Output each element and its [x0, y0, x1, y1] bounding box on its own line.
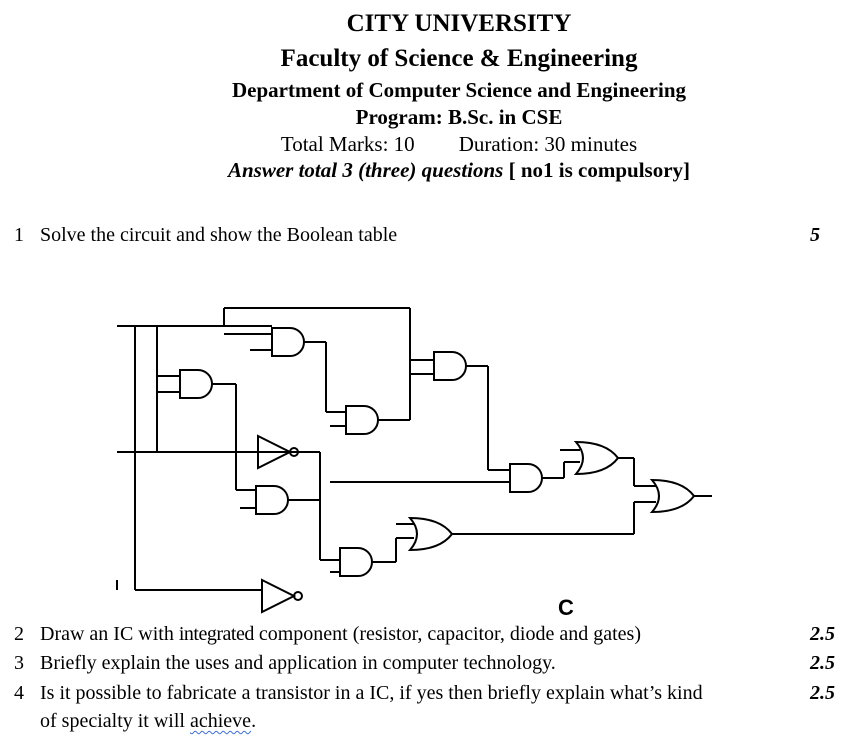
faculty-name: Faculty of Science & Engineering: [280, 45, 638, 72]
question-marks: 2.5: [810, 682, 835, 704]
question-text: Briefly explain the uses and application…: [40, 652, 556, 674]
question-marks: 2.5: [810, 623, 835, 645]
and-gate-7: [330, 461, 580, 493]
logic-circuit-diagram: C: [116, 307, 712, 620]
and-gate-3: [330, 405, 410, 435]
marks-duration-line: Total Marks: 10 Duration: 30 minutes: [0, 132, 858, 157]
duration: Duration: 30 minutes: [458, 132, 638, 156]
and-gate-1: [224, 327, 346, 413]
not-gate-1: [236, 434, 299, 470]
question-marks: 2.5: [810, 652, 835, 674]
and-gate-4: [410, 351, 510, 471]
question-number: 2: [14, 623, 24, 645]
and-gate-5: [236, 452, 340, 561]
total-marks: Total Marks: 10: [280, 132, 415, 156]
circuit-label-c: C: [558, 595, 574, 620]
spellcheck-word: achieve: [189, 710, 252, 732]
instruction-line: Answer total 3 (three) questions [ no1 i…: [0, 158, 858, 183]
instruction-italic: Answer total 3 (three) questions: [227, 158, 504, 182]
question-text: Draw an IC with integrated component (re…: [40, 623, 641, 645]
program-name: Program: B.Sc. in CSE: [355, 105, 563, 129]
or-gate-1: [396, 501, 656, 552]
question-text: Solve the circuit and show the Boolean t…: [40, 224, 398, 246]
question-marks: 5: [810, 224, 820, 246]
instruction-compulsory: [ no1 is compulsory]: [503, 158, 691, 182]
question-number: 1: [14, 224, 24, 246]
department-name: Department of Computer Science and Engin…: [232, 78, 686, 102]
question-number: 4: [14, 682, 24, 704]
and-gate-2: [157, 369, 237, 490]
question-text-line-1: Is it possible to fabricate a transistor…: [40, 682, 703, 704]
and-gate-6: [330, 537, 414, 577]
not-gate-2: [135, 578, 303, 614]
question-number: 3: [14, 652, 24, 674]
or-gate-2: [560, 440, 656, 487]
question-4-line-2: of specialty it will achieve.: [40, 710, 257, 732]
or-gate-output: [649, 478, 712, 514]
university-name: CITY UNIVERSITY: [346, 10, 572, 37]
